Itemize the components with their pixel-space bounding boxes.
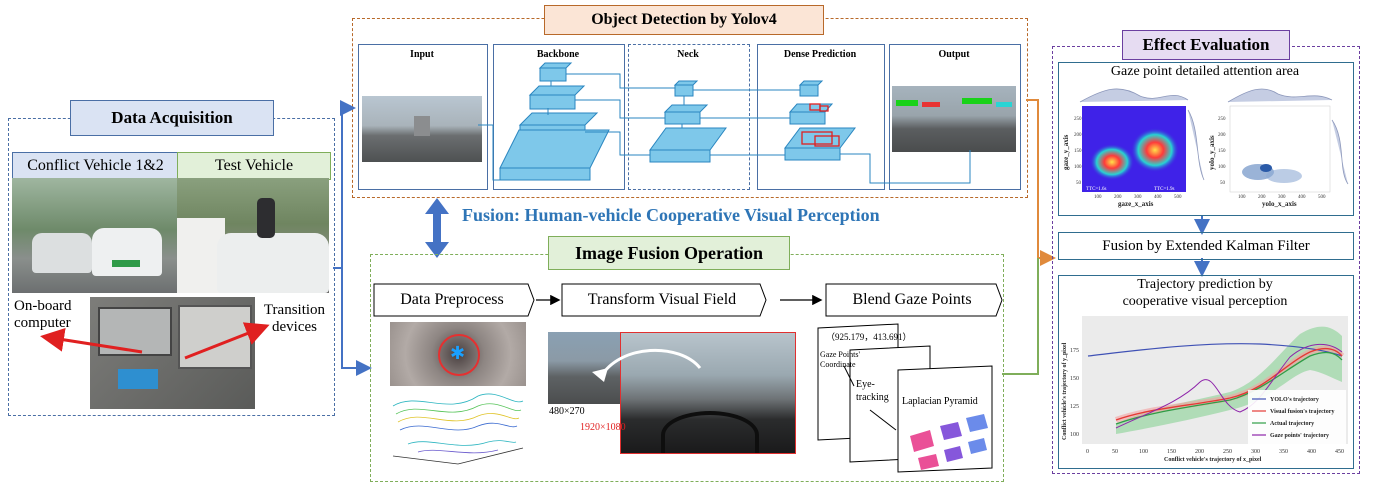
traj-xtick: 0 (1086, 449, 1089, 455)
traj-ytick: 125 (1070, 404, 1079, 410)
stage-neck-box (628, 44, 750, 190)
ttc-left-label: TTC=1.6s (1086, 187, 1107, 192)
step-blend-gaze-points: Blend Gaze Points (852, 291, 972, 308)
stage-dense-box (757, 44, 885, 190)
stage-backbone-title: Backbone (536, 49, 580, 60)
left-ytick: 100 (1074, 165, 1082, 170)
left-xlabel: gaze_x_axis (1118, 200, 1154, 208)
test-vehicle-photo (177, 178, 329, 293)
small-view-image (548, 332, 628, 404)
conflict-vehicle-photo (12, 178, 177, 293)
left-xtick: 400 (1154, 195, 1162, 200)
left-ytick: 250 (1074, 117, 1082, 122)
step-data-preprocess: Data Preprocess (400, 291, 504, 308)
effect-evaluation-title: Effect Evaluation (1122, 30, 1290, 60)
coord-value: （925.179，413.691） (826, 332, 912, 342)
step-transform-visual-field: Transform Visual Field (587, 291, 737, 308)
data-acquisition-title: Data Acquisition (70, 100, 274, 136)
output-detection-image (892, 86, 1016, 152)
ttc-right-label: TTC=1.9s (1154, 187, 1175, 192)
left-xtick: 300 (1134, 195, 1142, 200)
trajectory-chart: 100 125 150 175 0 50 100 150 200 250 300… (1062, 316, 1348, 463)
input-road-image (362, 96, 482, 162)
left-ytick: 50 (1076, 181, 1082, 186)
stage-input-title: Input (410, 49, 434, 60)
traj-ytick: 150 (1070, 376, 1079, 382)
traj-xtick: 150 (1167, 449, 1176, 455)
traj-xtick: 350 (1279, 449, 1288, 455)
eye-tracking-label: Eye-tracking (856, 379, 889, 403)
flow-step-shapes (373, 283, 1003, 317)
traj-xtick: 300 (1251, 449, 1260, 455)
traj-xtick: 250 (1223, 449, 1232, 455)
traj-ytick: 175 (1070, 348, 1079, 354)
right-ytick: 100 (1218, 165, 1226, 170)
stage-backbone-box (493, 44, 625, 190)
object-detection-title: Object Detection by Yolov4 (544, 5, 824, 35)
left-xtick: 200 (1114, 195, 1122, 200)
legend-visual-fusion: Visual fusion's trajectory (1270, 409, 1334, 415)
trajectory-title-line2: cooperative visual perception (1122, 294, 1288, 309)
ekf-box: Fusion by Extended Kalman Filter (1058, 232, 1354, 260)
stage-output-box (889, 44, 1021, 190)
size-small-label: 480×270 (549, 406, 585, 417)
left-xtick: 500 (1174, 195, 1182, 200)
traj-xlabel: Conflict vehicle's trajectory of x_pixel (1164, 457, 1262, 463)
left-ylabel: gaze_y_axis (1062, 134, 1070, 170)
gaze-area-box (1058, 62, 1354, 216)
legend-gaze: Gaze points' trajectory (1270, 433, 1329, 439)
right-ytick: 200 (1218, 133, 1226, 138)
laplacian-pyramid-label: Laplacian Pyramid (902, 396, 978, 407)
gaze-area-title: Gaze point detailed attention area (1110, 64, 1300, 79)
traj-ytick: 100 (1070, 432, 1079, 438)
gaze-coordinate-label: Gaze Points' Coordinate (820, 350, 860, 369)
yolo-network-diagram (478, 62, 971, 184)
image-fusion-title: Image Fusion Operation (548, 236, 790, 270)
traj-ylabel: Conflict vehicle's trajectory of y_pixel (1062, 342, 1068, 440)
right-xtick: 300 (1278, 195, 1286, 200)
fusion-double-arrow (425, 198, 449, 258)
gaze-surface-plot (392, 393, 524, 465)
right-ytick: 250 (1218, 117, 1226, 122)
traj-xtick: 450 (1335, 449, 1344, 455)
eye-image: ✱ (390, 322, 526, 386)
test-vehicle-label: Test Vehicle (177, 152, 331, 180)
legend-yolo: YOLO's trajectory (1270, 397, 1319, 403)
size-large-label: 1920×1080 (580, 422, 626, 433)
right-xtick: 500 (1318, 195, 1326, 200)
gaze-heatmap: TTC=1.6s TTC=1.9s 250 200 150 100 50 100… (1062, 88, 1205, 208)
right-xtick: 100 (1238, 195, 1246, 200)
trajectory-title-line1: Trajectory prediction by (1137, 277, 1273, 292)
right-xtick: 200 (1258, 195, 1266, 200)
traj-xtick: 400 (1307, 449, 1316, 455)
blend-stack (817, 323, 993, 473)
yolo-density: 250 200 150 100 50 100 200 300 400 500 y… (1208, 88, 1349, 208)
stage-input-box (358, 44, 488, 190)
stage-output-title: Output (938, 49, 970, 60)
left-ytick: 150 (1074, 149, 1082, 154)
traj-xtick: 200 (1195, 449, 1204, 455)
traj-xtick: 100 (1139, 449, 1148, 455)
right-ylabel: yolo_y_axis (1208, 135, 1216, 170)
stage-neck-title: Neck (677, 49, 699, 60)
devices-photo (90, 297, 255, 409)
right-ytick: 150 (1218, 149, 1226, 154)
left-ytick: 200 (1074, 133, 1082, 138)
device-arrows (40, 322, 270, 360)
legend-actual: Actual trajectory (1270, 421, 1314, 427)
fusion-caption: Fusion: Human-vehicle Cooperative Visual… (462, 205, 880, 225)
left-xtick: 100 (1094, 195, 1102, 200)
right-ytick: 50 (1220, 181, 1226, 186)
onboard-computer-label: On-board computer (14, 298, 72, 331)
traj-xtick: 50 (1112, 449, 1118, 455)
transform-arrow (592, 348, 702, 382)
trajectory-box (1058, 275, 1354, 469)
stage-dense-title: Dense Prediction (783, 49, 857, 60)
transition-devices-label: Transition devices (263, 302, 326, 335)
right-xlabel: yolo_x_axis (1262, 200, 1297, 208)
right-xtick: 400 (1298, 195, 1306, 200)
large-view-image (620, 332, 796, 454)
